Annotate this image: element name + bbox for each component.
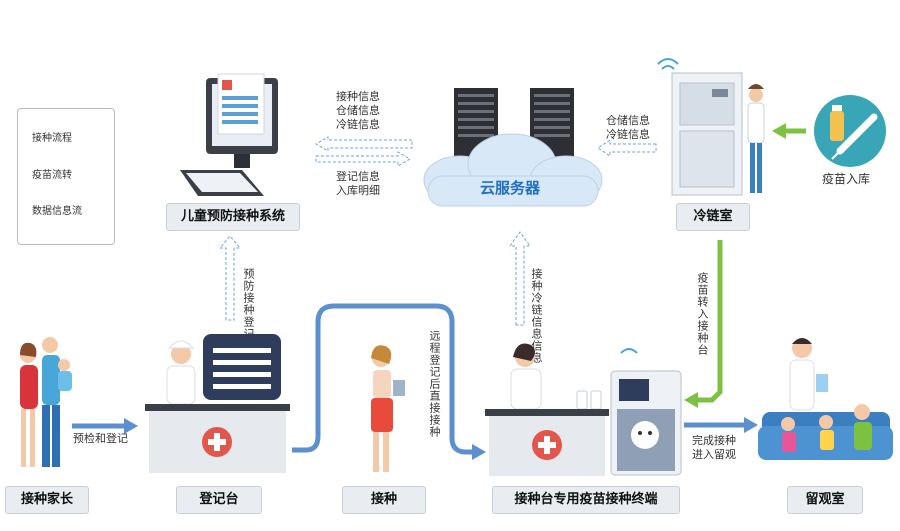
fridge-icon — [657, 58, 765, 196]
cloud-label: 云服务器 — [480, 179, 541, 197]
flow-text-cold-down: 疫苗转入接种台 — [696, 272, 709, 356]
flow-text-terminal-up: 接种冷链信息信息 — [530, 268, 543, 364]
blue-arrow-remote — [292, 303, 474, 455]
flow-text-precheck: 预检和登记 — [73, 432, 128, 445]
flow-text-remote: 远程登记后直接接种 — [428, 330, 441, 438]
flow-text-observe: 进入留观 — [692, 448, 736, 461]
legend-flow-label: 接种流程 — [32, 133, 72, 144]
flow-text-cold-storage: 仓储信息 — [606, 114, 650, 127]
flow-text-finish: 完成接种 — [692, 434, 736, 447]
green-arrow-down — [696, 240, 723, 403]
flow-text-register-info: 登记信息 — [336, 170, 380, 183]
sofa-icon — [758, 338, 893, 460]
flow-text-vaccination-info: 接种信息 — [336, 90, 380, 103]
data-arrow-cloud-to-system — [218, 136, 657, 326]
family-icon — [20, 337, 72, 467]
vaccinate-label: 接种 — [342, 486, 426, 514]
server-icon — [423, 88, 603, 207]
parent-label: 接种家长 — [5, 486, 89, 514]
register-desk-label: 登记台 — [176, 486, 262, 514]
flow-text-stock-detail: 入库明细 — [336, 184, 380, 197]
monitor-icon — [180, 73, 278, 196]
vaccine-in-label: 疫苗入库 — [822, 172, 871, 186]
flow-text-cold-chain: 冷链信息 — [606, 128, 650, 141]
legend-data-label: 数据信息流 — [32, 206, 82, 217]
vaccine-icon — [814, 95, 886, 167]
doctor-icon — [371, 345, 405, 472]
cold-room-label: 冷链室 — [676, 203, 750, 231]
legend-box: 接种流程 疫苗流转 数据信息流 — [17, 108, 115, 245]
terminal-label: 接种台专用疫苗接种终端 — [492, 486, 680, 514]
observe-label: 留观室 — [787, 486, 863, 514]
flow-text-storage-info: 仓储信息 — [336, 104, 380, 117]
system-label: 儿童预防接种系统 — [166, 203, 300, 231]
nurse-icon — [145, 334, 290, 473]
flow-text-coldchain-info: 冷链信息 — [336, 118, 380, 131]
robot-icon — [485, 343, 682, 476]
legend-vaccine-label: 疫苗流转 — [32, 170, 72, 181]
